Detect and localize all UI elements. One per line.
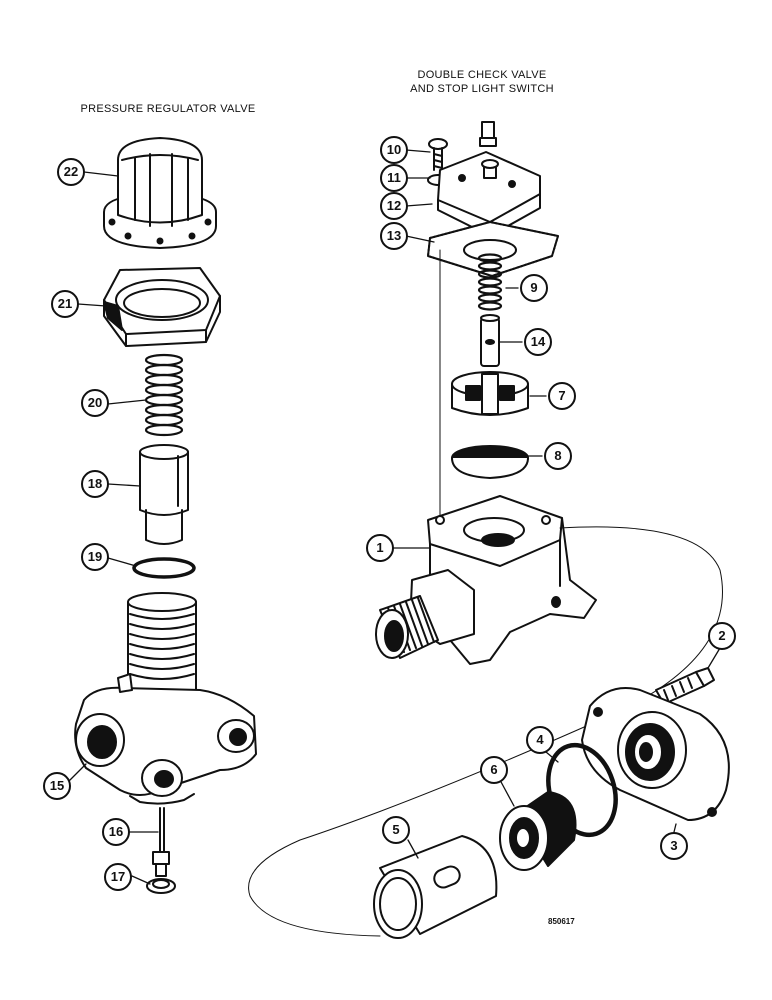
callout-2: 2 [708, 622, 736, 650]
callout-16: 16 [102, 818, 130, 846]
callout-8: 8 [544, 442, 572, 470]
part-13-gasket [427, 221, 559, 277]
callout-4: 4 [526, 726, 554, 754]
part-14-plunger [480, 314, 500, 367]
title-double-check-valve-line2: AND STOP LIGHT SWITCH [410, 83, 554, 95]
part-7-guide [451, 371, 529, 416]
callout-5: 5 [382, 816, 410, 844]
callout-22: 22 [57, 158, 85, 186]
callout-3: 3 [660, 832, 688, 860]
callout-19: 19 [81, 543, 109, 571]
part-3-cover [581, 687, 730, 821]
title-double-check-valve-line1: DOUBLE CHECK VALVE [417, 69, 547, 81]
part-22-cap [103, 137, 217, 249]
part-1-check-valve-body [375, 495, 597, 665]
callout-21: 21 [51, 290, 79, 318]
callout-15: 15 [43, 772, 71, 800]
part-12-switch-cover [437, 121, 541, 237]
part-2-bolt [655, 667, 715, 705]
callout-13: 13 [380, 222, 408, 250]
callout-6: 6 [480, 756, 508, 784]
part-21-hex-nut [103, 267, 221, 347]
callout-9: 9 [520, 274, 548, 302]
part-8-diaphragm [451, 445, 529, 479]
part-17-valve [146, 851, 176, 894]
part-16-pin [159, 807, 165, 853]
part-10-screw [428, 138, 448, 171]
callout-12: 12 [380, 192, 408, 220]
part-19-o-ring [132, 557, 196, 579]
drawing-number: 850617 [548, 917, 575, 926]
title-pressure-regulator-valve: PRESSURE REGULATOR VALVE [80, 103, 256, 115]
part-20-spring [144, 353, 184, 437]
callout-17: 17 [104, 863, 132, 891]
callout-10: 10 [380, 136, 408, 164]
callout-7: 7 [548, 382, 576, 410]
part-9-spring [477, 253, 503, 311]
part-18-piston [139, 444, 189, 545]
part-5-piston [373, 835, 498, 939]
callout-14: 14 [524, 328, 552, 356]
callout-11: 11 [380, 164, 408, 192]
callout-leaders [67, 149, 721, 885]
callout-20: 20 [81, 389, 109, 417]
callout-1: 1 [366, 534, 394, 562]
callout-18: 18 [81, 470, 109, 498]
part-6-sleeve [499, 791, 577, 871]
part-15-regulator-body [74, 592, 257, 805]
